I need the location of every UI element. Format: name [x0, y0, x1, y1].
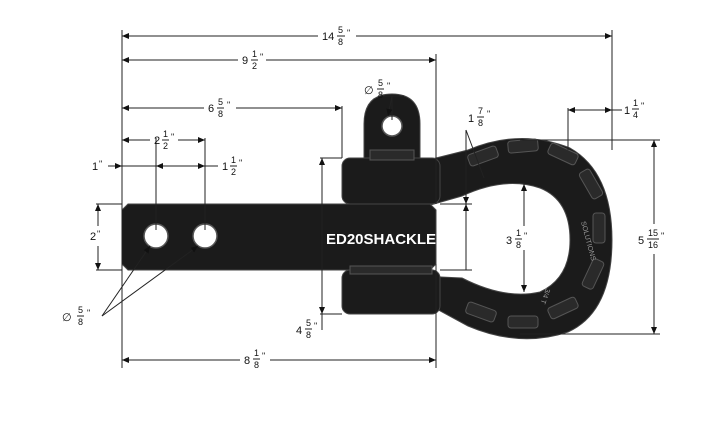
dim-body-width: 1 7 8 ": [463, 106, 490, 270]
dim-num: 1: [254, 348, 259, 358]
dim-outer-height: 5 15 16 ": [638, 140, 664, 334]
dim-whole: 2: [90, 231, 96, 243]
dim-num: 15: [648, 228, 658, 238]
dim-den: 2: [163, 141, 168, 151]
dim-bow-thickness: 1 1 4 ": [568, 98, 644, 120]
dim-den: 8: [338, 37, 343, 47]
dim-whole: 2: [154, 135, 160, 147]
dim-pin-diameter: ∅ 5 8 ": [364, 78, 404, 117]
dim-den: 8: [478, 118, 483, 128]
receiver-bar: ED20SHACKLE: [121, 203, 437, 271]
dim-den: 8: [218, 109, 223, 119]
dim-prefix: ∅: [364, 85, 374, 97]
dim-whole: 8: [244, 355, 250, 367]
dim-unit: ": [661, 231, 664, 241]
dim-overall-length: 14 5 8 ": [122, 25, 612, 47]
dim-shackle-start: 6 5 8 ": [122, 97, 342, 119]
bow-segment: [547, 296, 579, 320]
dim-den: 4: [633, 110, 638, 120]
dim-bottom-length: 8 1 8 ": [122, 348, 436, 370]
dim-num: 7: [478, 106, 483, 116]
bow-segment: [592, 212, 606, 244]
dim-whole: 14: [322, 31, 334, 43]
dim-den: 8: [254, 360, 259, 370]
dim-num: 5: [218, 97, 223, 107]
dim-num: 1: [252, 49, 257, 59]
bow-segment: [465, 301, 497, 323]
bow-segment: [507, 315, 539, 329]
bow-segment: [578, 168, 604, 200]
bow-segment: [507, 138, 539, 154]
dim-receiver-height: 2 ": [90, 204, 101, 270]
dim-num: 1: [633, 98, 638, 108]
dim-unit: ": [314, 321, 317, 331]
part-label: ED20SHACKLE: [326, 231, 436, 248]
dim-unit: ": [87, 308, 90, 318]
bow-segment: [547, 142, 579, 166]
bow-segment: [581, 258, 605, 290]
dim-whole: 5: [638, 235, 644, 247]
dim-unit: ": [260, 52, 263, 62]
lower-jaw: [341, 265, 441, 315]
dim-hole-offsets: 1 " 1 1 2 ": [92, 155, 242, 177]
bow-segment: [467, 145, 499, 167]
dim-whole: 9: [242, 55, 248, 67]
dim-num: 1: [231, 155, 236, 165]
dim-first-hole: 1: [92, 161, 98, 173]
dim-whole: 1: [468, 113, 474, 125]
dim-unit: ": [347, 28, 350, 38]
dim-inner-opening: 3 1 8 ": [506, 184, 527, 292]
dim-unit: ": [171, 132, 174, 142]
dim-den: 8: [78, 317, 83, 327]
dim-num: 5: [338, 25, 343, 35]
shackle-assembly: SOLUTIONS 3/4 T ED20SHACKLE: [121, 93, 613, 340]
dim-unit: ": [99, 159, 102, 169]
dim-num: 5: [378, 78, 383, 88]
dim-num: 1: [516, 228, 521, 238]
dim-den: 16: [648, 240, 658, 250]
dim-unit: ": [97, 229, 100, 239]
dim-unit: ": [262, 351, 265, 361]
upper-jaw: [341, 93, 441, 205]
dim-den: 2: [252, 61, 257, 71]
dim-den: 8: [378, 90, 383, 100]
dim-unit: ": [641, 101, 644, 111]
dim-den: 8: [516, 240, 521, 250]
dim-whole: 4: [296, 325, 302, 337]
dim-unit: ": [227, 100, 230, 110]
dim-whole: 1: [624, 105, 630, 117]
dim-whole: 3: [506, 235, 512, 247]
dim-unit: ": [524, 231, 527, 241]
dim-den: 2: [231, 167, 236, 177]
dim-hole-diameter: ∅ 5 8 ": [62, 245, 199, 327]
dim-unit: ": [387, 81, 390, 91]
dim-hole-spacing: 2 1 2 ": [122, 129, 205, 151]
dim-num: 1: [163, 129, 168, 139]
dim-whole: 6: [208, 103, 214, 115]
dim-num: 5: [78, 305, 83, 315]
dim-whole: 1: [222, 161, 228, 173]
dim-unit: ": [239, 158, 242, 168]
shackle-bow: SOLUTIONS 3/4 T: [419, 137, 613, 340]
dim-pin-center: 9 1 2 ": [122, 49, 436, 71]
dim-unit: ": [487, 109, 490, 119]
dim-bottom-offset: 4 5 8 ": [296, 158, 325, 340]
dim-num: 5: [306, 318, 311, 328]
dim-den: 8: [306, 330, 311, 340]
dim-prefix: ∅: [62, 312, 72, 324]
